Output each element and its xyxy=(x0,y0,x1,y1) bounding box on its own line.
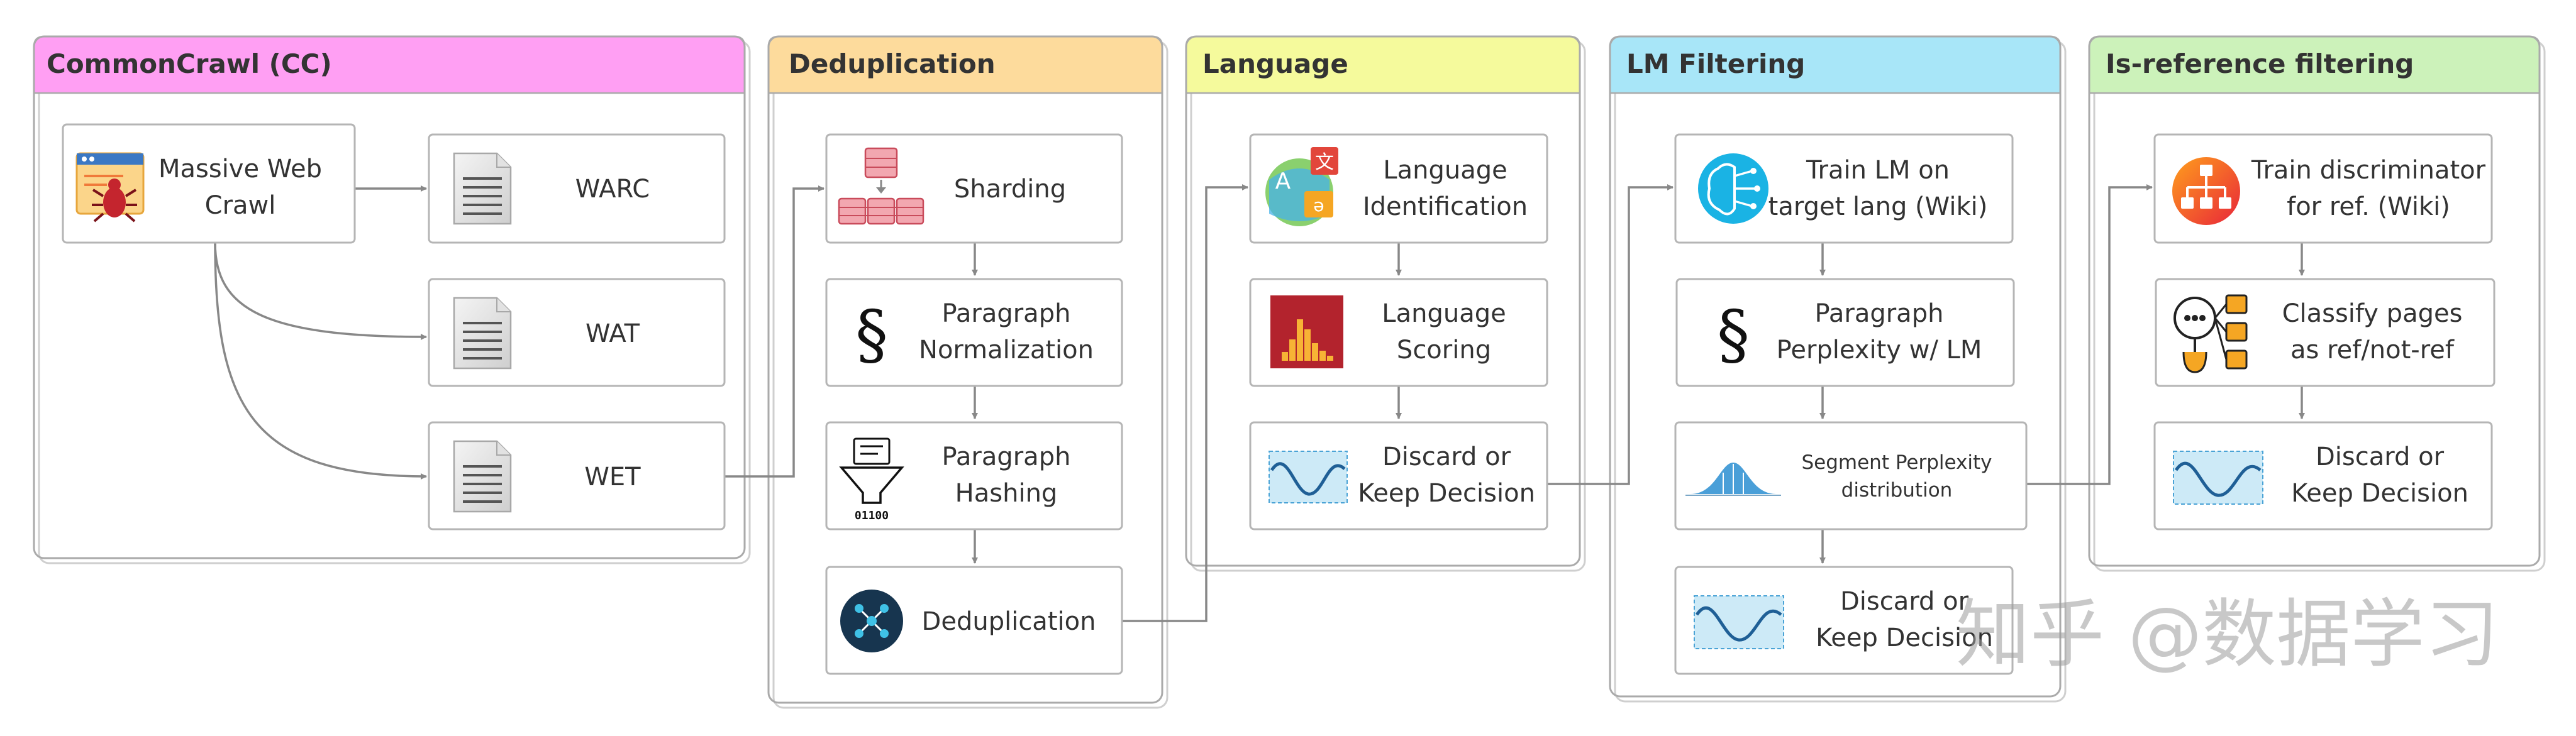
network-hub-icon xyxy=(840,590,903,652)
box-lm-discard-keep: Discard or Keep Decision xyxy=(1674,566,2014,675)
box-ref-discard-keep: Discard or Keep Decision xyxy=(2153,421,2493,530)
box-language-discard-keep: Discard or Keep Decision xyxy=(1249,421,1548,530)
box-label-line: target lang (Wiki) xyxy=(1768,192,1988,221)
box-train-lm: Train LM on target lang (Wiki) xyxy=(1674,133,2014,244)
schwa-glyph: ə xyxy=(1313,195,1324,216)
panel-title-commoncrawl: CommonCrawl (CC) xyxy=(47,48,332,79)
section-sign-icon: § xyxy=(1717,296,1750,373)
database-sharding-icon xyxy=(838,147,924,225)
box-language-scoring: Language Scoring xyxy=(1249,278,1548,387)
box-massive-web-crawl: Massive Web Crawl xyxy=(62,123,356,244)
box-label-line: Deduplication xyxy=(922,607,1096,636)
box-paragraph-normalization: § Paragraph Normalization xyxy=(825,278,1123,387)
box-label-line: Discard or xyxy=(2316,442,2445,471)
box-label-line: Identification xyxy=(1363,192,1528,221)
arrow-crawl-wat xyxy=(214,242,427,340)
box-warc: WARC xyxy=(428,133,726,244)
box-label-line: Train LM on xyxy=(1806,156,1950,185)
arrow-crawl-wet xyxy=(214,242,427,480)
wave-signal-icon xyxy=(1694,595,1784,649)
wave-signal-icon xyxy=(2173,451,2263,505)
box-label-line: WET xyxy=(584,463,641,492)
box-segment-perplexity: Segment Perplexity distribution xyxy=(1674,421,2028,530)
box-label-line: Keep Decision xyxy=(2291,479,2468,508)
box-label-line: Keep Decision xyxy=(1816,623,1993,652)
connectors xyxy=(214,184,2305,622)
box-paragraph-perplexity: § Paragraph Perplexity w/ LM xyxy=(1675,278,2015,387)
box-label-line: Paragraph xyxy=(942,442,1071,471)
arrow-segment-traindisc xyxy=(2026,184,2153,485)
box-label-line: Keep Decision xyxy=(1358,479,1535,508)
classify-pages-icon xyxy=(2174,294,2248,373)
funnel-hash-icon: 01100 xyxy=(839,437,904,522)
box-label-line: Segment Perplexity xyxy=(1801,451,1992,474)
web-crawler-bug-icon xyxy=(75,152,145,222)
box-label-line: Perplexity w/ LM xyxy=(1777,336,1982,365)
box-paragraph-hashing: 01100 Paragraph Hashing xyxy=(825,421,1123,530)
box-label-line: Normalization xyxy=(919,336,1094,365)
box-label-line: Discard or xyxy=(1382,442,1511,471)
document-icon xyxy=(453,440,512,513)
box-label-line: Discard or xyxy=(1840,587,1969,616)
box-label-line: Paragraph xyxy=(1815,299,1944,328)
brain-icon xyxy=(1698,153,1768,224)
panel-title-language: Language xyxy=(1202,48,1348,79)
chinese-glyph: 文 xyxy=(1315,151,1334,173)
bell-curve-icon xyxy=(1685,463,1781,496)
box-label-line: Language xyxy=(1382,299,1506,328)
panel-title-is-reference: Is-reference filtering xyxy=(2106,48,2414,79)
box-label-line: Crawl xyxy=(205,191,276,220)
box-label-line: Sharding xyxy=(954,175,1066,204)
translate-icon: A 文 ə xyxy=(1265,147,1338,226)
box-label-line: for ref. (Wiki) xyxy=(2287,192,2450,221)
hierarchy-icon xyxy=(2172,157,2240,225)
box-classify-pages: Classify pages as ref/not-ref xyxy=(2155,278,2496,387)
box-wet: WET xyxy=(428,421,726,530)
box-label-line: WARC xyxy=(575,175,650,204)
box-language-identification: A 文 ə Language Identification xyxy=(1249,133,1548,244)
watermark-text: 知乎 @数据学习 xyxy=(1956,591,2499,678)
box-deduplication: Deduplication xyxy=(825,566,1123,675)
arrow-langdiscard-trainlm xyxy=(1547,184,1674,485)
binary-digits-text: 01100 xyxy=(855,509,889,522)
panel-title-deduplication: Deduplication xyxy=(789,48,996,79)
box-sharding: Sharding xyxy=(825,133,1123,244)
document-icon xyxy=(453,297,512,370)
box-train-discriminator: Train discriminator for ref. (Wiki) xyxy=(2153,133,2493,244)
box-label-line: Classify pages xyxy=(2282,299,2463,328)
box-label-line: Scoring xyxy=(1397,336,1491,365)
arrow-dedup-langid xyxy=(1122,184,1248,622)
box-wat: WAT xyxy=(428,278,726,387)
document-icon xyxy=(453,152,512,225)
section-sign-icon: § xyxy=(855,296,888,373)
wave-signal-icon xyxy=(1269,451,1348,503)
box-label-line: Paragraph xyxy=(942,299,1071,328)
box-label-line: WAT xyxy=(586,319,640,348)
box-label-line: Language xyxy=(1383,156,1507,185)
panel-title-lm-filtering: LM Filtering xyxy=(1626,48,1805,79)
letter-a-glyph: A xyxy=(1275,168,1291,194)
box-label-line: Hashing xyxy=(955,479,1058,508)
box-label-line: distribution xyxy=(1841,479,1953,502)
box-label-line: as ref/not-ref xyxy=(2290,336,2455,365)
histogram-icon xyxy=(1270,295,1343,368)
box-label-line: Massive Web xyxy=(158,155,322,184)
box-label-line: Train discriminator xyxy=(2251,156,2486,185)
arrow-wet-sharding xyxy=(723,185,824,478)
